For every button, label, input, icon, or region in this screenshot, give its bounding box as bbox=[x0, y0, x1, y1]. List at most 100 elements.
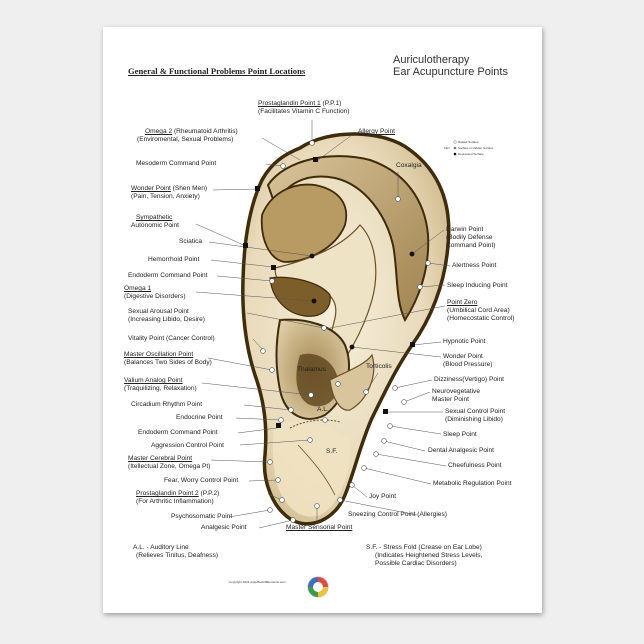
label-point-zero-desc-1: (Umbilical Cord Area) bbox=[447, 307, 510, 314]
label-sneezing: Sneezing Control Point (Allergies) bbox=[348, 511, 447, 518]
point-sciatica bbox=[309, 253, 315, 259]
ear-lobe bbox=[272, 421, 351, 517]
label-prostaglandin-2: Prostaglandin Point 2 (P.P.2) bbox=[136, 490, 220, 497]
cymba-conchae bbox=[269, 276, 331, 317]
leader-lines bbox=[195, 120, 451, 529]
label-wonder-bp: Wonder Point bbox=[443, 353, 483, 360]
label-fear: Fear, Worry Control Point bbox=[164, 477, 239, 484]
point-vitality bbox=[260, 348, 266, 354]
label-torticolis: Torticolis bbox=[366, 363, 392, 370]
label-alertness: Alertness Point bbox=[452, 262, 497, 269]
point-pp1 bbox=[309, 140, 315, 146]
point-circadium bbox=[288, 407, 294, 413]
label-prostaglandin-1: Prostaglandin Point 1 (P.P.1) bbox=[258, 100, 342, 107]
key-item-depressed: Depressed Surface bbox=[458, 152, 484, 156]
label-circadium: Circadium Rhythm Point bbox=[131, 401, 203, 408]
label-master-cerebral: Master Cerebral Point bbox=[128, 455, 193, 462]
footer-sf-line-3: Possible Cardiac Disorders) bbox=[375, 560, 457, 567]
label-allergy: Allergy Point bbox=[358, 128, 396, 135]
point-endoderm-1 bbox=[269, 278, 275, 284]
point-master-sensorial bbox=[314, 503, 320, 509]
label-omega-1-desc: (Digestive Disorders) bbox=[124, 293, 186, 300]
point-sexual-arousal bbox=[321, 325, 327, 331]
label-coxalgia: Coxalgia bbox=[396, 162, 422, 169]
point-analgesic bbox=[290, 517, 296, 523]
label-sexual-arousal-desc: (Increasing Libido, Desire) bbox=[128, 316, 205, 323]
point-wonder-bp bbox=[349, 344, 355, 350]
point-endoderm-2 bbox=[278, 417, 284, 423]
key-symbols bbox=[453, 140, 457, 156]
label-sympathetic: Sympathetic bbox=[136, 214, 173, 221]
label-psychosomatic: Psychosomatic Point bbox=[171, 513, 233, 520]
label-master-cerebral-desc: (Itellectual Zone, Omega Pt) bbox=[128, 463, 211, 470]
label-valium-desc: (Traquilizing, Relaxation) bbox=[124, 385, 197, 392]
label-vitality: Vitality Point (Cancer Control) bbox=[128, 335, 215, 342]
point-endocrine bbox=[276, 423, 281, 428]
footer-al-line-2: (Relieves Tinitus, Deafness) bbox=[136, 552, 219, 559]
label-prostaglandin-1-desc: (Facilitates Vitamin C Function) bbox=[258, 108, 350, 115]
key-item-raised: Raised Surface bbox=[458, 140, 479, 144]
point-fear bbox=[275, 477, 281, 483]
label-sf: S.F. bbox=[326, 448, 338, 455]
label-omega-2-desc: (Enviromental, Sexual Problems) bbox=[137, 136, 234, 143]
label-master-oscillation-desc: (Balances Two Sides of Body) bbox=[124, 359, 212, 366]
point-metabolic bbox=[361, 465, 367, 471]
point-coxalgia bbox=[395, 196, 401, 202]
label-endocrine: Endocrine Point bbox=[176, 414, 223, 421]
section-heading: General & Functional Problems Point Loca… bbox=[128, 66, 306, 76]
label-wonder-desc: (Pain, Tension, Anxiety) bbox=[131, 193, 200, 200]
label-sciatica: Sciatica bbox=[179, 238, 203, 245]
label-darwin: Darwin Point bbox=[446, 226, 484, 233]
key-label: KEY bbox=[444, 146, 451, 150]
label-dizziness: Dizziness(Vertigo) Point bbox=[434, 376, 504, 383]
title-line-1: Auriculotherapy bbox=[393, 54, 470, 66]
point-wonder bbox=[255, 186, 260, 191]
label-sleep-inducing: Sleep Inducing Point bbox=[447, 282, 508, 289]
label-prostaglandin-2-desc: (For Arthritic Inflammation) bbox=[136, 498, 214, 505]
point-master-cerebral bbox=[267, 459, 273, 465]
stress-fold bbox=[297, 444, 336, 496]
label-analgesic: Analgesic Point bbox=[201, 524, 247, 531]
label-joy: Joy Point bbox=[369, 493, 397, 500]
point-hemorrhoid bbox=[271, 265, 276, 270]
label-point-zero-desc-2: (Homecostatic Control) bbox=[447, 315, 515, 322]
point-darwin bbox=[409, 251, 415, 257]
point-valium bbox=[308, 392, 314, 398]
logo-icon bbox=[307, 576, 329, 598]
label-neurovegetative: Neurovegetative bbox=[432, 388, 481, 395]
label-sexual-control-desc: (Diminishing Libido) bbox=[445, 416, 503, 423]
footer-sf-line-2: (Indicates Heightened Stress Levels, bbox=[375, 552, 483, 559]
label-sexual-control: Sexual Control Point bbox=[445, 408, 506, 415]
point-psychosomatic bbox=[267, 507, 273, 513]
footer-sf-line-1: S.F. - Stress Fold (Crease on Ear Lobe) bbox=[366, 544, 482, 551]
point-sleep bbox=[387, 423, 393, 429]
label-cheefulness: Cheefulness Point bbox=[448, 462, 502, 469]
label-neurovegetative-2: Master Point bbox=[432, 396, 470, 403]
label-hemorrhoid: Hemorrhoid Point bbox=[148, 256, 200, 263]
point-dizziness bbox=[392, 385, 398, 391]
ear-canal bbox=[296, 353, 339, 407]
label-wonder-bp-desc: (Blood Pressure) bbox=[443, 361, 493, 368]
label-al: A.L. bbox=[317, 406, 329, 413]
point-aggression bbox=[307, 437, 313, 443]
label-endoderm-1: Endoderm Command Point bbox=[128, 272, 208, 279]
point-master-oscillation bbox=[269, 367, 275, 373]
label-endoderm-2: Endoderm Command Point bbox=[138, 429, 218, 436]
title-line-2: Ear Acupuncture Points bbox=[393, 66, 508, 78]
point-dental bbox=[381, 438, 387, 444]
label-wonder: Wonder Point (Shen Men) bbox=[131, 185, 208, 192]
label-master-oscillation: Master Oscillation Point bbox=[124, 351, 194, 358]
point-cheefulness bbox=[373, 451, 379, 457]
label-sleep: Sleep Point bbox=[443, 431, 477, 438]
point-hypnotic bbox=[410, 342, 415, 347]
point-torticolis bbox=[363, 389, 369, 395]
triangular-fossa bbox=[260, 183, 348, 263]
point-neurovegetative bbox=[401, 399, 407, 405]
label-omega-2: Omega 2 (Rheumatoid Arthritis) bbox=[145, 128, 238, 135]
label-darwin-desc-2: Command Point) bbox=[446, 242, 496, 249]
scapha bbox=[266, 155, 430, 323]
footer-al-line-1: A.L. - Auditory Line bbox=[133, 544, 189, 551]
label-mesoderm: Mesoderm Command Point bbox=[136, 160, 217, 167]
auditory-line bbox=[289, 419, 341, 429]
